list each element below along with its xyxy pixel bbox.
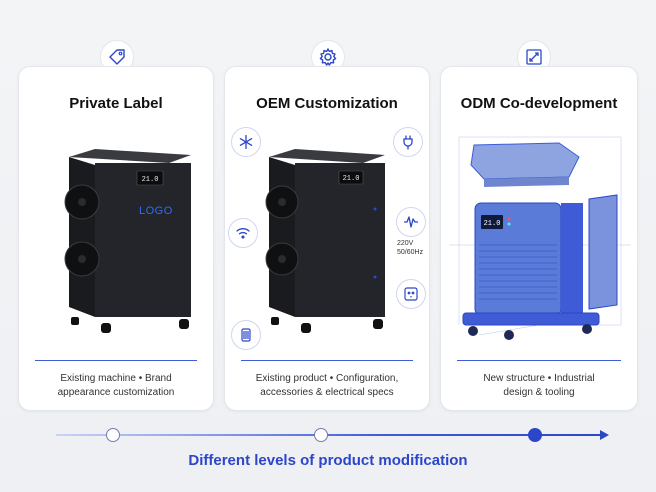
footer-caption: Different levels of product modification [188, 452, 468, 469]
voltage-spec-label: 220V 50/60Hz [397, 240, 424, 256]
plug-icon [393, 127, 423, 157]
waveform-icon [396, 207, 426, 237]
card-title: ODM Co-development [460, 95, 618, 112]
logo-placeholder: LOGO [139, 205, 173, 217]
wifi-icon [228, 218, 258, 248]
control-display: 21.0 [484, 220, 501, 228]
socket-icon [396, 279, 426, 309]
card-title: Private Label [69, 95, 163, 112]
timeline-stage-oem[interactable] [314, 428, 328, 442]
card-title: OEM Customization [256, 95, 398, 112]
card-description: Existing product • Configuration, access… [255, 373, 399, 398]
card-divider [457, 360, 621, 361]
card-divider [241, 360, 413, 361]
card-description: Existing machine • Brand appearance cust… [57, 373, 175, 398]
blueprint-machine-image: 21.0 [449, 136, 631, 340]
timeline-stage-odm[interactable] [528, 428, 542, 442]
timeline-stage-private-label[interactable] [106, 428, 120, 442]
oem-customization-card[interactable]: OEM Customization 21.0 220V 50/60Hz Exis… [224, 66, 430, 411]
private-label-card[interactable]: Private Label 21.0 LOGO Existing machine… [18, 66, 214, 411]
black-machine-image: 21.0 [265, 149, 385, 333]
control-display: 21.0 [343, 175, 360, 183]
progress-timeline [56, 434, 604, 436]
odm-co-development-card[interactable]: ODM Co-development 21.0 New structure • … [440, 66, 638, 411]
black-machine-image: 21.0 [64, 149, 191, 333]
card-description: New structure • Industrial design & tool… [483, 373, 595, 398]
card-divider [35, 360, 197, 361]
snowflake-icon [231, 127, 261, 157]
filter-icon [231, 320, 261, 350]
control-display: 21.0 [142, 176, 159, 184]
timeline-arrow-icon [600, 430, 609, 440]
